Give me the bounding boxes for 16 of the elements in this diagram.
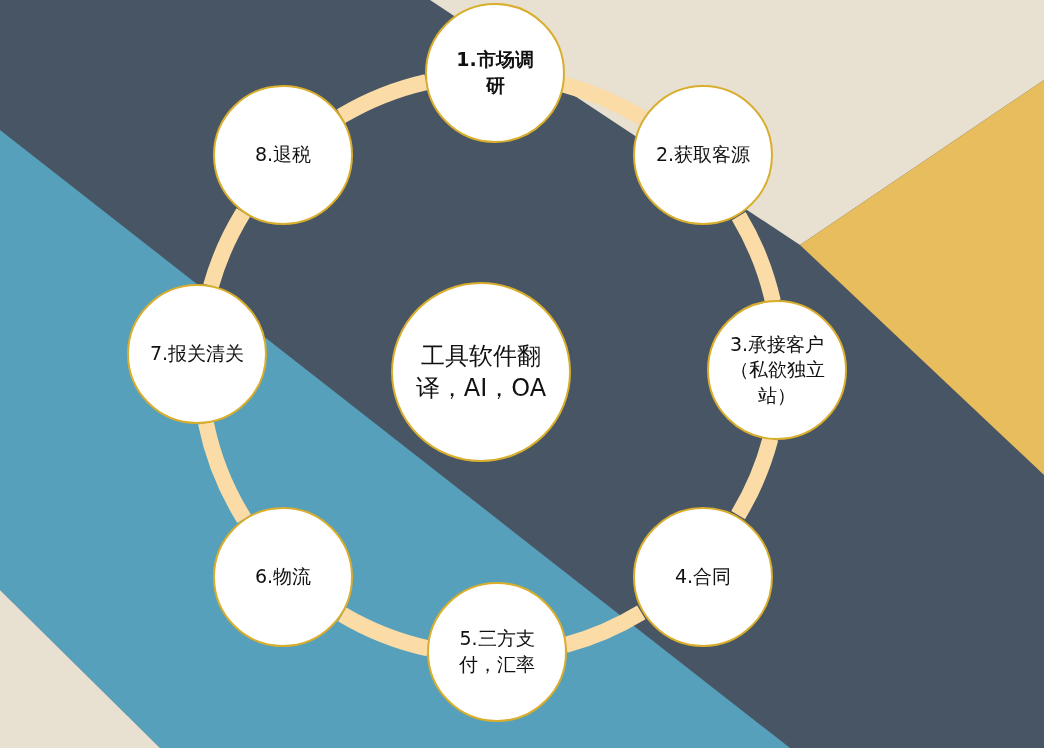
- ring-connector: [337, 74, 429, 124]
- node-label: 工具软件翻译，AI，OA: [414, 340, 548, 404]
- node-label: 7.报关清关: [149, 341, 245, 367]
- node-label: 2.获取客源: [655, 142, 751, 168]
- ring-connector: [731, 212, 781, 304]
- node-label: 8.退税: [253, 142, 313, 168]
- ring-connector: [198, 421, 252, 523]
- node-label: 4.合同: [673, 564, 733, 590]
- node-label: 6.物流: [253, 564, 313, 590]
- ring-connector: [203, 208, 251, 289]
- ring-connector: [563, 605, 646, 653]
- node-label: 3.承接客户（私欲独立站）: [729, 331, 825, 408]
- ring-connector: [561, 76, 647, 126]
- node-label: 1.市场调研: [455, 47, 535, 98]
- node-label: 5.三方支付，汇率: [458, 626, 536, 677]
- ring-connector: [731, 436, 779, 519]
